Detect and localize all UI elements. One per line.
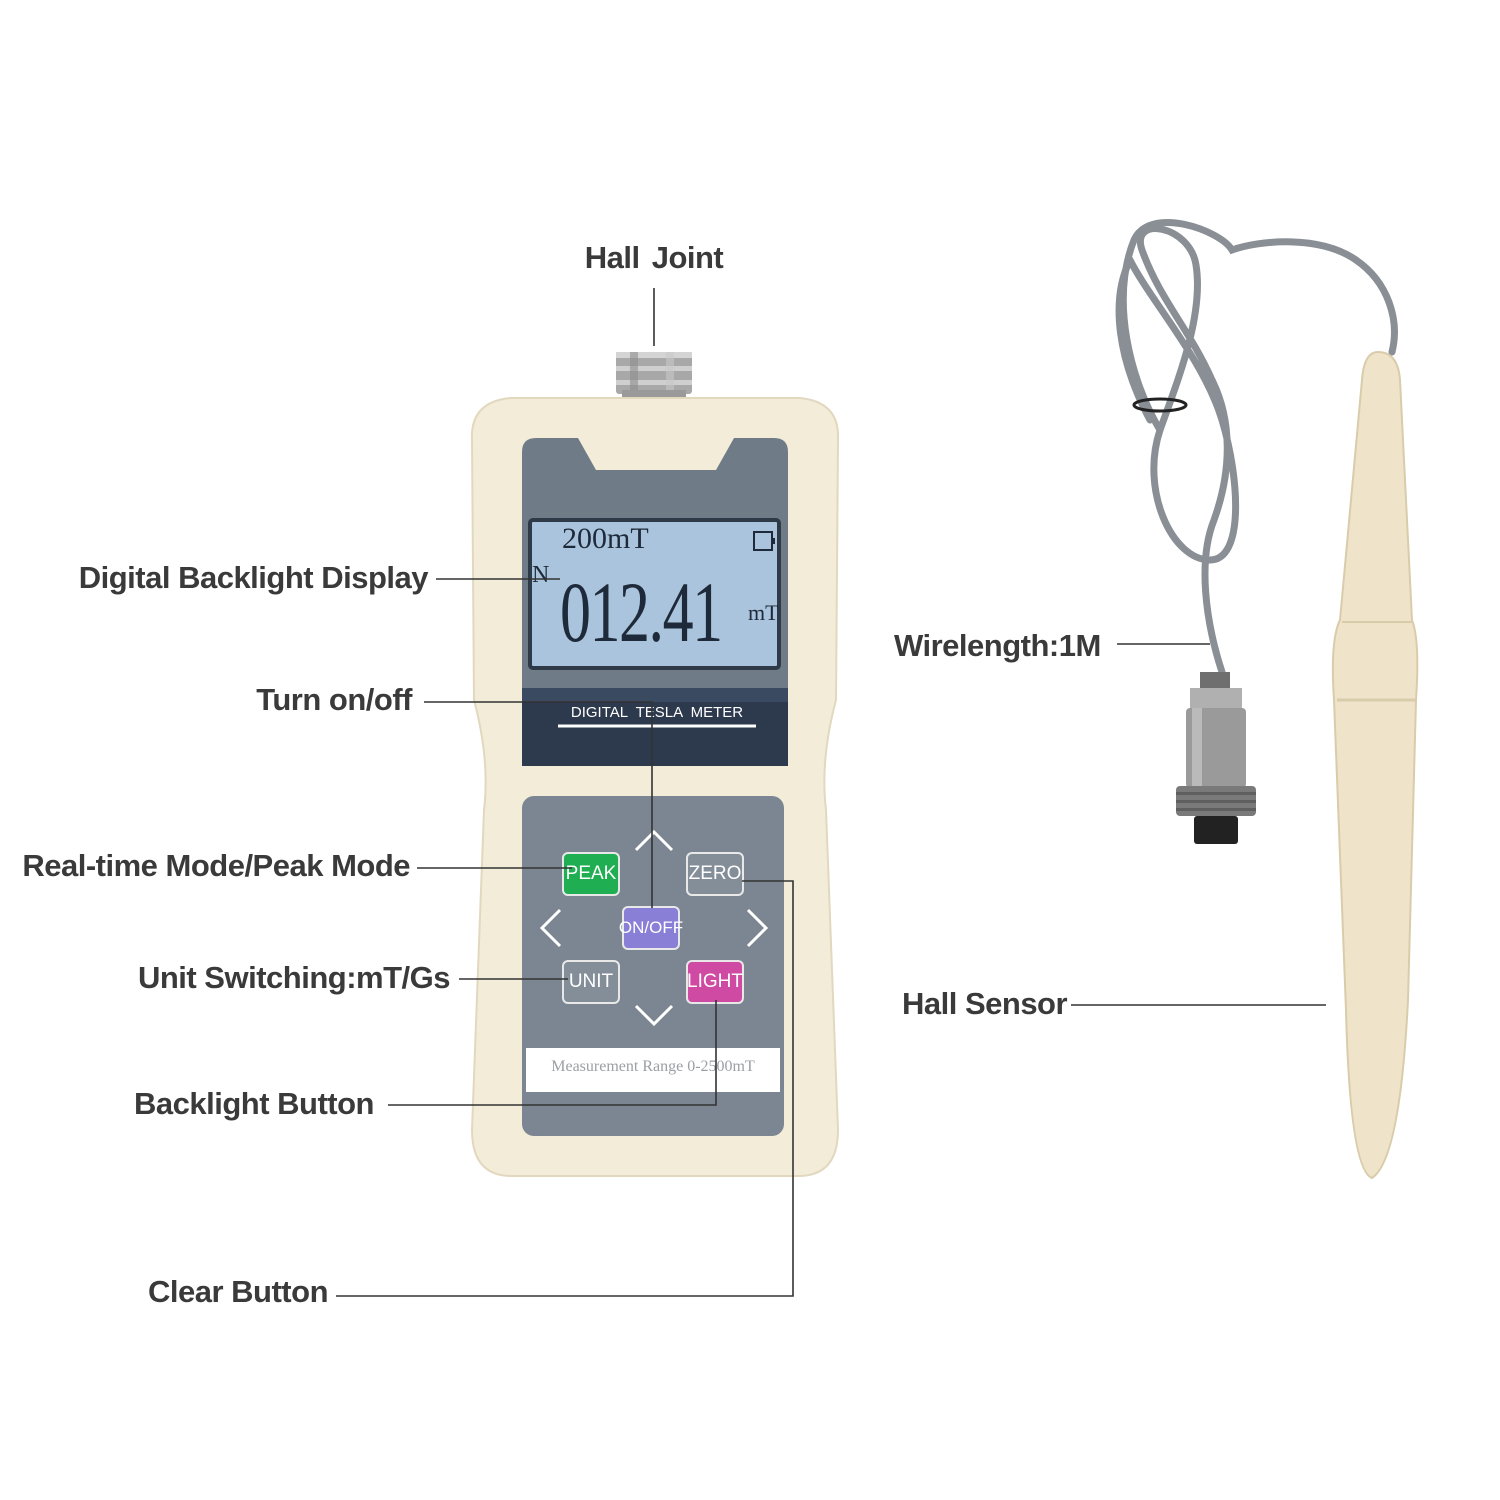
callout-sensor: Hall Sensor (902, 986, 1068, 1021)
arrow-left-icon (539, 908, 562, 948)
callout-hall-joint: Hall Joint (584, 240, 724, 275)
light-button[interactable]: LIGHT (686, 960, 744, 1004)
range-strip (526, 1048, 780, 1092)
arrow-up-icon (634, 829, 674, 852)
unit-button[interactable]: UNIT (562, 960, 620, 1004)
leader-power (424, 701, 653, 908)
callout-unit: Unit Switching:mT/Gs (137, 960, 451, 995)
leader-backlight (388, 1000, 717, 1106)
probe-cable (1115, 219, 1398, 676)
measurement-range-label: Measurement Range 0-2500mT (551, 1058, 755, 1075)
arrow-right-icon (746, 908, 769, 948)
onoff-button[interactable]: ON/OFF (619, 906, 683, 950)
lcd-unit: mT (748, 600, 779, 625)
arrow-down-icon (634, 1004, 674, 1027)
model-label: DIGITAL TESLA METER (570, 704, 744, 721)
callout-power: Turn on/off (256, 682, 412, 717)
lcd-polarity: N (532, 562, 550, 588)
hall-sensor-probe (1331, 350, 1419, 1180)
lcd-screen (528, 518, 781, 670)
leader-clear (336, 880, 794, 1297)
callout-wire: Wirelength:1M (894, 628, 1101, 663)
callout-display: Digital Backlight Display (78, 560, 429, 595)
probe-connector (1176, 672, 1256, 844)
zero-button[interactable]: ZERO (686, 852, 744, 896)
callout-mode: Real-time Mode/Peak Mode (22, 848, 410, 883)
panel-notch (578, 438, 734, 470)
peak-button[interactable]: PEAK (562, 852, 620, 896)
callout-backlight: Backlight Button (134, 1086, 375, 1121)
lcd-range: 200mT (562, 522, 649, 555)
lcd-reading: 012.41 (560, 564, 723, 660)
callout-clear: Clear Button (148, 1274, 329, 1309)
